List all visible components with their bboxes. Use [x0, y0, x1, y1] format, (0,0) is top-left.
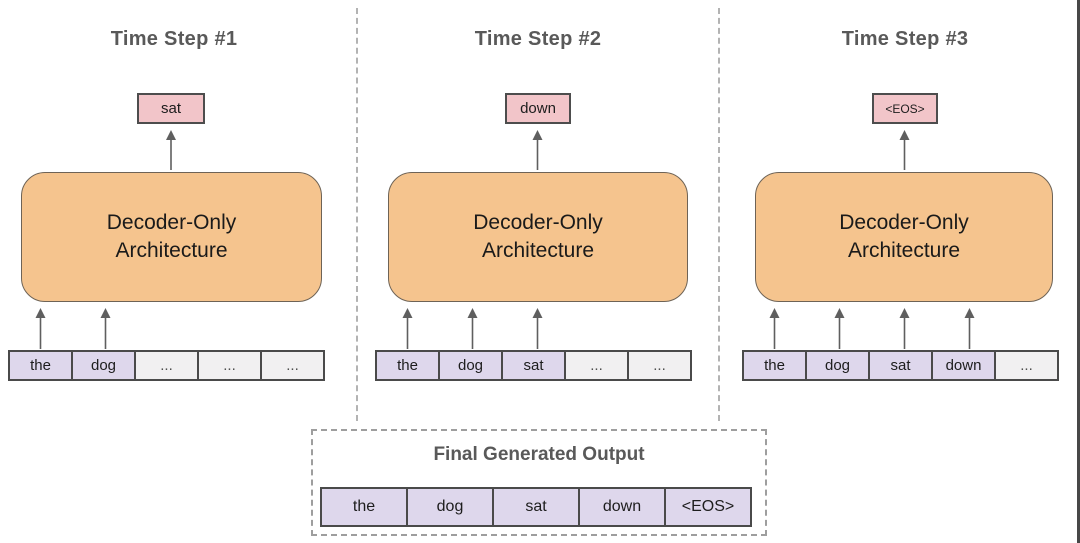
token-cell: down	[931, 350, 996, 381]
panel-2-output-token: down	[505, 93, 571, 124]
decoder-label-line1: Decoder-Only	[106, 210, 237, 234]
panel-1-decoder-box: Decoder-Only Architecture	[21, 172, 322, 302]
decoder-label: Decoder-Only Architecture	[839, 209, 969, 266]
panel-2-title: Time Step #2	[474, 28, 602, 50]
separator-line-2	[718, 8, 720, 421]
panel-3-output-token: <EOS>	[872, 93, 938, 124]
token-cell: dog	[438, 350, 503, 381]
token-cell: ...	[627, 350, 692, 381]
token-cell: ...	[134, 350, 199, 381]
screen-right-edge	[1077, 0, 1080, 543]
token-cell: sat	[868, 350, 933, 381]
output-token-label: sat	[160, 100, 181, 117]
decoder-label-line2: Architecture	[481, 239, 595, 262]
final-output-token-row: the dog sat down <EOS>	[320, 487, 752, 527]
token-cell: the	[375, 350, 440, 381]
output-token-label: down	[520, 100, 556, 117]
panel-2-token-row: the dog sat ... ...	[375, 350, 692, 381]
final-output-box: Final Generated Output the dog sat down …	[311, 429, 767, 536]
decoder-label-line1: Decoder-Only	[839, 210, 969, 234]
token-cell: ...	[197, 350, 262, 381]
token-cell: ...	[564, 350, 629, 381]
token-cell: sat	[501, 350, 566, 381]
token-cell: the	[8, 350, 73, 381]
final-token-cell: down	[578, 487, 666, 527]
panel-3-decoder-box: Decoder-Only Architecture	[755, 172, 1053, 302]
final-token-cell: dog	[406, 487, 494, 527]
decoder-label-line2: Architecture	[115, 239, 228, 262]
final-token-cell: sat	[492, 487, 580, 527]
token-cell: ...	[260, 350, 325, 381]
decoder-label: Decoder-Only Architecture	[107, 209, 237, 266]
output-token-label: <EOS>	[885, 101, 925, 116]
panel-3-title: Time Step #3	[841, 28, 969, 50]
final-token-cell: <EOS>	[664, 487, 752, 527]
token-cell: the	[742, 350, 807, 381]
separator-line-1	[356, 8, 358, 421]
token-cell: dog	[71, 350, 136, 381]
panel-3-token-row: the dog sat down ...	[742, 350, 1059, 381]
token-cell: ...	[994, 350, 1059, 381]
panel-1-token-row: the dog ... ... ...	[8, 350, 325, 381]
final-output-title: Final Generated Output	[433, 444, 645, 465]
panel-2-decoder-box: Decoder-Only Architecture	[388, 172, 688, 302]
panel-1-output-token: sat	[137, 93, 205, 124]
final-token-cell: the	[320, 487, 408, 527]
decoder-label-line2: Architecture	[847, 239, 961, 262]
token-cell: dog	[805, 350, 870, 381]
decoder-label: Decoder-Only Architecture	[473, 209, 603, 266]
decoder-label-line1: Decoder-Only	[473, 210, 603, 234]
panel-1-title: Time Step #1	[110, 28, 238, 50]
